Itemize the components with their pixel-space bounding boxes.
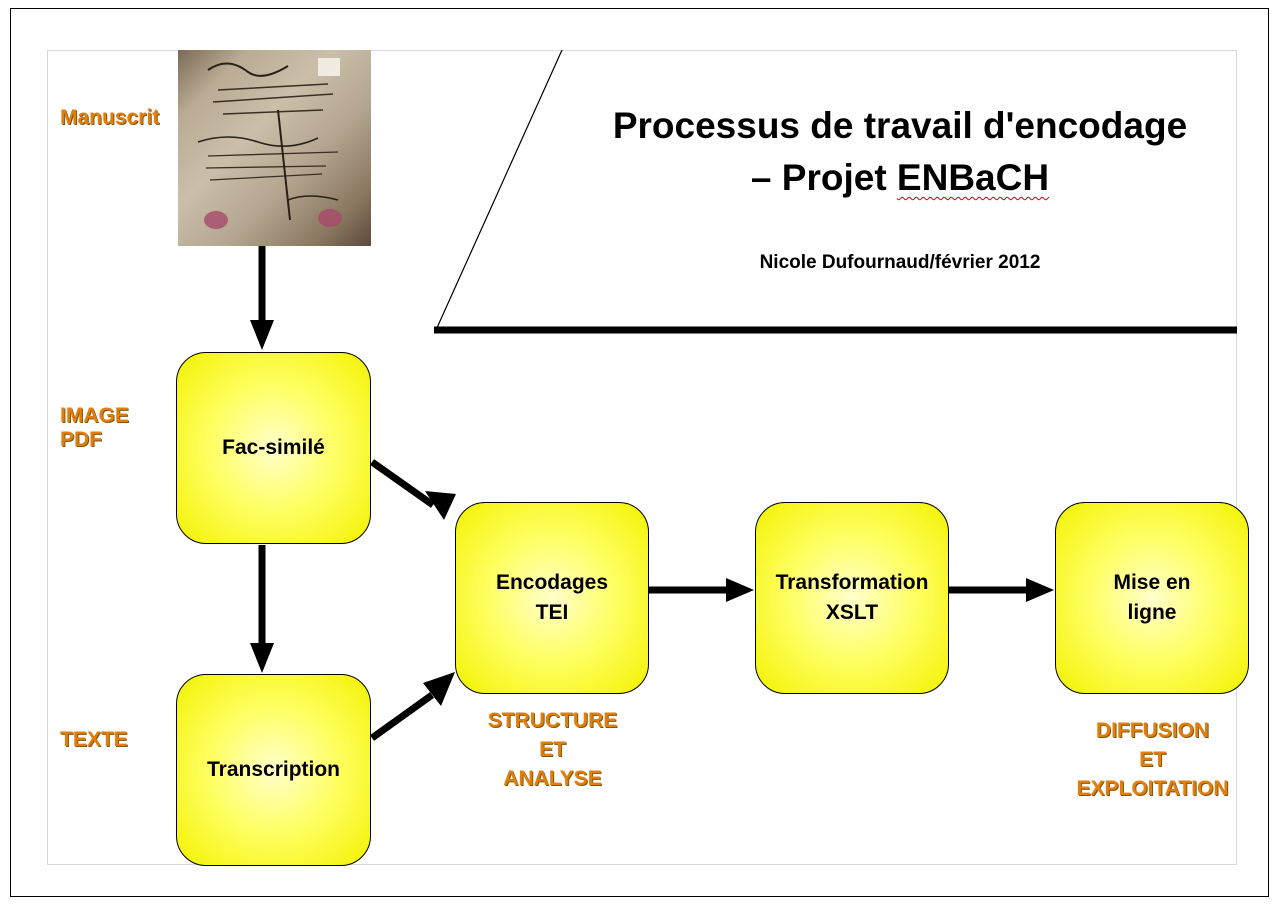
box-transformation-label: Transformation XSLT [775,571,929,624]
box-mise-en-ligne: Mise en ligne [1055,502,1249,694]
box-transformation: Transformation XSLT [755,502,949,694]
manuscript-image [178,50,371,246]
slide-area [47,50,1237,865]
box-encodages: Encodages TEI [455,502,649,694]
manuscript-handwriting-drawing [197,58,342,229]
arrow-facsimile-encodages [369,459,456,520]
box-transcription-label: Transcription [206,758,341,781]
box-transcription: Transcription [176,674,371,866]
box-mise-en-ligne-label: Mise en ligne [1113,571,1191,624]
page-title: Processus de travail d'encodage – Projet… [540,100,1260,204]
box-fac-simile: Fac-similé [176,352,371,544]
label-manuscrit: Manuscrit [60,106,160,129]
label-structure-analyse: STRUCTURE ET ANALYSE [487,709,618,790]
box-fac-simile-label: Fac-similé [222,436,325,459]
box-encodages-label: Encodages TEI [495,571,609,624]
title-line-1: Processus de travail d'encodage [612,105,1188,146]
arrow-facsimile-transcription [250,545,274,673]
arrow-transcription-encodages [369,672,455,741]
label-image-pdf: IMAGE PDF [60,404,129,451]
label-diffusion-exploitation: DIFFUSION ET EXPLOITATION [1076,719,1229,800]
label-texte: TEXTE [60,728,128,751]
arrow-transformation-miseenligne [948,578,1054,602]
author-date: Nicole Dufournaud/février 2012 [759,252,1041,273]
arrow-encodages-transformation [648,578,754,602]
title-slant-line [435,49,563,331]
arrow-manuscrit-facsimile [250,245,274,350]
title-line-2: – Projet ENBaCH [540,152,1260,204]
title-project-name: ENBaCH [896,157,1050,198]
title-line-2-prefix: – Projet [750,157,897,198]
